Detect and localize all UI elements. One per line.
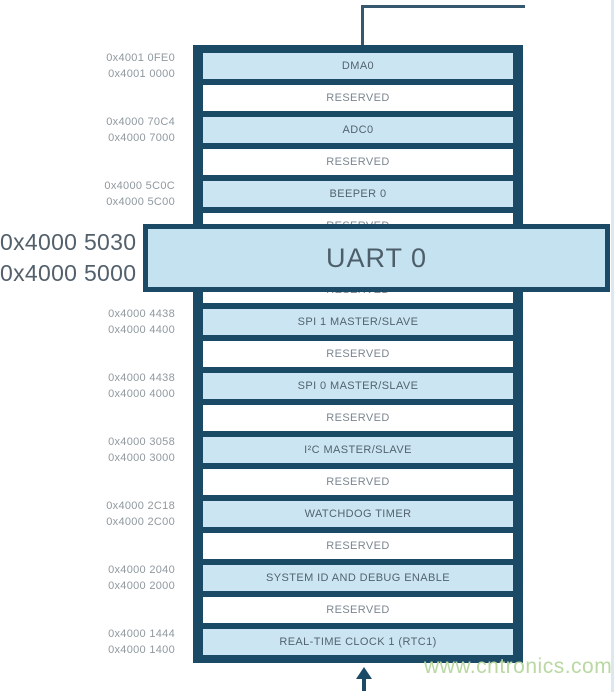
row-label: REAL-TIME CLOCK 1 (RTC1)	[279, 636, 437, 648]
page-edge-line	[611, 0, 614, 692]
row-label: RESERVED	[326, 92, 390, 104]
row-label: ADC0	[342, 124, 374, 136]
row-label: DMA0	[341, 60, 375, 72]
uart-address-bottom: 0x4000 5000	[0, 260, 137, 286]
row-spi-0-master-slave: SPI 0 MASTER/SLAVE	[203, 373, 513, 399]
address-top: 0x4000 70C4	[106, 116, 175, 128]
uart-address-top: 0x4000 5030	[0, 229, 137, 255]
row-reserved: RESERVED	[203, 85, 513, 111]
row-dma0: DMA0	[203, 53, 513, 79]
watermark: www.cntronics.com	[424, 655, 613, 678]
address-top: 0x4000 4438	[108, 308, 175, 320]
up-arrow-stem	[362, 677, 366, 691]
address-range: 0x4000 1444 0x4000 1400	[30, 626, 175, 658]
row-label: RESERVED	[326, 156, 390, 168]
connector-line-horizontal	[361, 5, 525, 8]
address-top: 0x4000 4438	[108, 372, 175, 384]
address-bottom: 0x4000 7000	[108, 132, 175, 144]
row-reserved: RESERVED	[203, 341, 513, 367]
connector-line-vertical	[361, 5, 364, 45]
row-label: RESERVED	[326, 412, 390, 424]
address-range: 0x4000 2040 0x4000 2000	[30, 562, 175, 594]
row-label: SPI 0 MASTER/SLAVE	[297, 380, 419, 392]
address-range: 0x4000 3058 0x4000 3000	[30, 434, 175, 466]
address-top: 0x4000 1444	[108, 628, 175, 640]
row-reserved: RESERVED	[203, 149, 513, 175]
row-beeper-0: BEEPER 0	[203, 181, 513, 207]
row-reserved: RESERVED	[203, 533, 513, 559]
address-bottom: 0x4000 4000	[108, 388, 175, 400]
address-bottom: 0x4000 5C00	[106, 196, 175, 208]
row-spi-1-master-slave: SPI 1 MASTER/SLAVE	[203, 309, 513, 335]
address-range: 0x4000 70C4 0x4000 7000	[30, 114, 175, 146]
row-reserved: RESERVED	[203, 469, 513, 495]
address-range: 0x4001 0FE0 0x4001 0000	[30, 50, 175, 82]
row-adc0: ADC0	[203, 117, 513, 143]
address-bottom: 0x4001 0000	[108, 68, 175, 80]
row-label: RESERVED	[326, 476, 390, 488]
uart-callout: UART 0	[143, 224, 610, 292]
row-reserved: RESERVED	[203, 405, 513, 431]
uart-callout-label: UART 0	[325, 242, 428, 273]
address-range: 0x4000 4438 0x4000 4400	[30, 306, 175, 338]
row-label: I²C MASTER/SLAVE	[304, 444, 412, 456]
address-bottom: 0x4000 3000	[108, 452, 175, 464]
row-i-c-master-slave: I²C MASTER/SLAVE	[203, 437, 513, 463]
up-arrow-icon	[356, 667, 372, 679]
uart-address-range: 0x4000 5030 0x4000 5000	[0, 227, 136, 289]
address-top: 0x4001 0FE0	[106, 52, 175, 64]
row-watchdog-timer: WATCHDOG TIMER	[203, 501, 513, 527]
address-range: 0x4000 2C18 0x4000 2C00	[30, 498, 175, 530]
address-top: 0x4000 5C0C	[104, 180, 175, 192]
row-label: SYSTEM ID AND DEBUG ENABLE	[266, 572, 450, 584]
row-label: BEEPER 0	[329, 188, 387, 200]
row-label: WATCHDOG TIMER	[304, 508, 412, 520]
row-label: RESERVED	[326, 348, 390, 360]
address-bottom: 0x4000 2C00	[106, 516, 175, 528]
address-bottom: 0x4000 4400	[108, 324, 175, 336]
address-range: 0x4000 4438 0x4000 4000	[30, 370, 175, 402]
address-top: 0x4000 3058	[108, 436, 175, 448]
row-system-id-and-debug-enable: SYSTEM ID AND DEBUG ENABLE	[203, 565, 513, 591]
row-label: SPI 1 MASTER/SLAVE	[297, 316, 419, 328]
address-bottom: 0x4000 1400	[108, 644, 175, 656]
row-reserved: RESERVED	[203, 597, 513, 623]
address-top: 0x4000 2C18	[106, 500, 175, 512]
address-range: 0x4000 5C0C 0x4000 5C00	[30, 178, 175, 210]
row-label: RESERVED	[326, 540, 390, 552]
row-real-time-clock-1-rtc1: REAL-TIME CLOCK 1 (RTC1)	[203, 629, 513, 655]
row-label: RESERVED	[326, 604, 390, 616]
address-bottom: 0x4000 2000	[108, 580, 175, 592]
address-top: 0x4000 2040	[108, 564, 175, 576]
